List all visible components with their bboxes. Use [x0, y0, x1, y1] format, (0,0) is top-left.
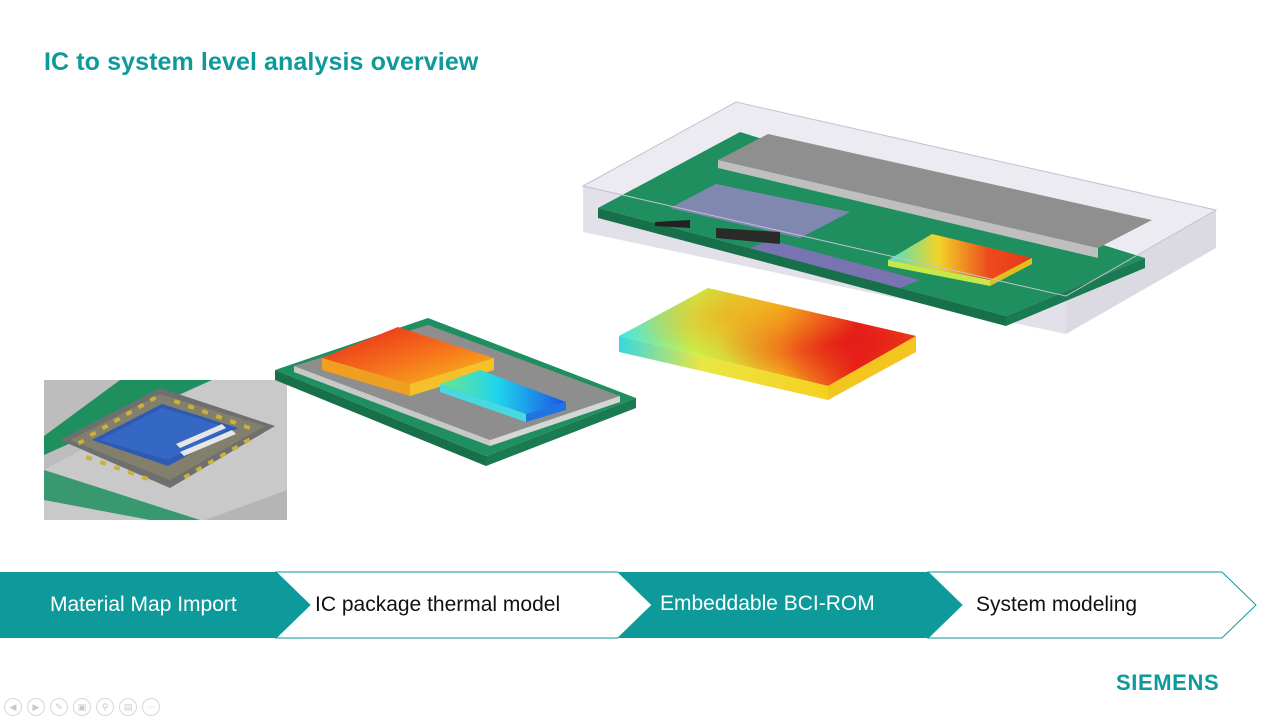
player-controls: ◀ ▶ ✎ ▣ ⚲ ▤ ⋯ [4, 698, 160, 718]
flow-step-label-material-map: Material Map Import [50, 593, 237, 616]
flow-step-4-shape [926, 571, 1257, 639]
more-icon[interactable]: ⋯ [142, 698, 160, 716]
bci-rom-model [619, 288, 916, 400]
process-flow [0, 571, 1257, 639]
pen-icon[interactable]: ✎ [50, 698, 68, 716]
page-title: IC to system level analysis overview [44, 48, 479, 76]
slides-icon[interactable]: ▣ [73, 698, 91, 716]
flow-step-label-bci-rom: Embeddable BCI-ROM [660, 592, 875, 615]
subtitles-icon[interactable]: ▤ [119, 698, 137, 716]
ic-package-model [275, 318, 636, 466]
system-model [581, 101, 1218, 334]
flow-step-label-system-modeling: System modeling [976, 593, 1138, 616]
flow-step-label-ic-package: IC package thermal model [315, 593, 561, 616]
analysis-illustrations [44, 101, 1218, 520]
die-layout-image [44, 380, 287, 520]
flow-step-3-shape [618, 572, 962, 638]
next-icon[interactable]: ▶ [27, 698, 45, 716]
flow-step-1-shape [0, 572, 310, 638]
previous-icon[interactable]: ◀ [4, 698, 22, 716]
zoom-icon[interactable]: ⚲ [96, 698, 114, 716]
siemens-logo: SIEMENS [1116, 670, 1220, 695]
